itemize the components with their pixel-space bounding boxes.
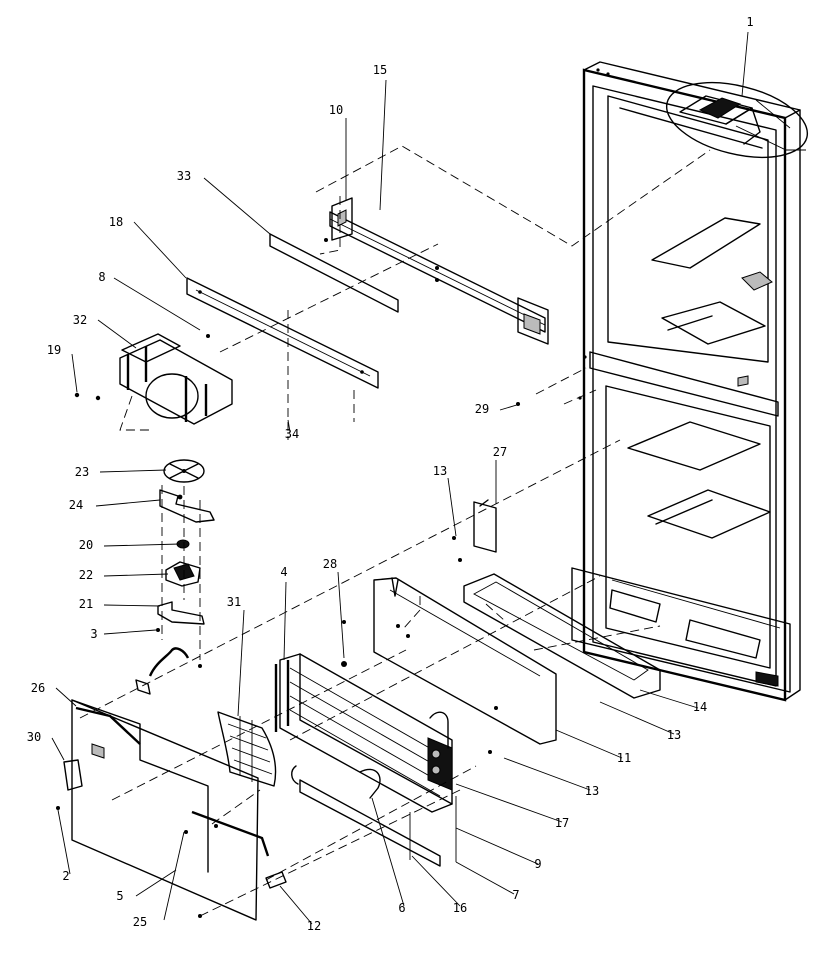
callout-14-drain-trough-leader	[639, 689, 699, 709]
callout-33-cover-strip: 33	[177, 169, 191, 183]
callout-16-heater: 16	[453, 901, 467, 915]
callout-30-bracket: 30	[27, 730, 41, 744]
callout-21-motor-bracket-leader	[103, 604, 161, 607]
evaporator-coil	[274, 653, 453, 813]
fasteners	[74, 334, 520, 918]
callout-11-rear-panel-leader	[555, 729, 623, 759]
callout-6-thermostat: 6	[398, 901, 405, 915]
callout-1-control-housing: 1	[746, 15, 753, 29]
callout-8-screw-leader	[113, 277, 201, 331]
callout-32-fan-shroud: 32	[73, 313, 87, 327]
callout-12-spacer-leader	[279, 885, 313, 925]
motor-assembly	[156, 485, 215, 668]
refrigerator-cabinet	[571, 61, 801, 702]
callout-31-shroud: 31	[227, 595, 241, 609]
fan-shroud	[119, 333, 233, 425]
callout-28-screw: 28	[323, 557, 337, 571]
callout-3-screw: 3	[90, 627, 97, 641]
callout-13-screw-lower-leader	[503, 757, 591, 791]
callout-4-evaporator-leader	[283, 581, 287, 661]
callout-24-motor-bracket: 24	[69, 498, 83, 512]
callout-10-screw: 10	[329, 103, 343, 117]
callout-19-screw: 19	[47, 343, 61, 357]
callout-32-fan-shroud-leader	[97, 319, 137, 349]
callout-2-screw-leader	[57, 809, 71, 875]
assembly-lines	[79, 145, 711, 917]
callout-23-fan-blade: 23	[75, 465, 89, 479]
callout-8-screw: 8	[98, 270, 105, 284]
callout-15-rail-leader	[379, 79, 387, 211]
spacer	[265, 871, 287, 889]
channel-18	[186, 277, 379, 389]
callout-31-shroud-leader	[237, 609, 245, 717]
callout-25-insulation-leader	[163, 831, 185, 921]
rail-assembly	[324, 197, 549, 345]
callout-5-evaporator-cover: 5	[116, 889, 123, 903]
callout-28-screw-leader	[337, 571, 345, 659]
callout-9-defrost-heater: 9	[534, 857, 541, 871]
callout-26-cover: 26	[31, 681, 45, 695]
rear-panel	[373, 577, 557, 745]
callout-12-spacer: 12	[307, 919, 321, 933]
callout-9-defrost-heater-leader	[455, 827, 539, 865]
callout-33-cover-strip-leader	[203, 177, 271, 235]
callout-25-insulation: 25	[133, 915, 147, 929]
callout-4-evaporator: 4	[280, 565, 287, 579]
callout-2-screw: 2	[62, 869, 69, 883]
callout-6-thermostat-leader	[371, 797, 405, 907]
callout-20-grommet-leader	[103, 543, 181, 547]
callout-13-screw-lower: 13	[585, 784, 599, 798]
fan-blade	[163, 459, 205, 483]
callout-7-heater-wire-leader	[455, 861, 515, 895]
callout-23-fan-blade-leader	[99, 469, 167, 473]
callout-3-screw-leader	[103, 629, 157, 635]
callout-11-rear-panel: 11	[617, 751, 631, 765]
evaporator-cover	[56, 699, 270, 921]
callout-22-fan-motor: 22	[79, 568, 93, 582]
callout-34-screw-leader	[287, 419, 291, 433]
callout-29-screw: 29	[475, 402, 489, 416]
cover-strip-33	[269, 233, 399, 313]
control-housing	[665, 81, 809, 159]
callout-34-screw: 34	[285, 427, 299, 441]
callout-5-evaporator-cover-leader	[135, 869, 177, 897]
callout-13-lower-right: 13	[667, 728, 681, 742]
callout-29-screw-leader	[499, 403, 521, 411]
callout-27-bracket: 27	[493, 445, 507, 459]
callout-17-tubing-leader	[455, 783, 563, 823]
callout-13-screw: 13	[433, 464, 447, 478]
callout-16-heater-leader	[411, 855, 461, 907]
callout-21-motor-bracket: 21	[79, 597, 93, 611]
callout-26-cover-leader	[55, 687, 77, 707]
callout-19-screw-leader	[71, 353, 78, 393]
callout-17-tubing: 17	[555, 816, 569, 830]
power-cord	[135, 647, 190, 695]
callout-30-bracket-leader	[51, 737, 65, 761]
callout-24-motor-bracket-leader	[95, 499, 161, 507]
callout-layer: 1151033188321934292324202221313272843126…	[27, 15, 754, 933]
callout-13-screw-leader	[447, 477, 457, 537]
callout-7-heater-wire: 7	[512, 888, 519, 902]
defrost-heater	[291, 765, 457, 867]
callout-18-channel: 18	[109, 215, 123, 229]
callout-18-channel-leader	[133, 221, 187, 279]
callout-1-control-housing-leader	[741, 31, 749, 97]
callout-14-drain-trough: 14	[693, 700, 707, 714]
callout-20-grommet: 20	[79, 538, 93, 552]
evaporator-shroud	[217, 711, 277, 787]
callout-13-lower-right-leader	[599, 701, 675, 735]
callout-15-rail: 15	[373, 63, 387, 77]
bracket-27	[473, 499, 497, 553]
drain-trough	[463, 573, 661, 699]
callout-22-fan-motor-leader	[103, 573, 169, 577]
